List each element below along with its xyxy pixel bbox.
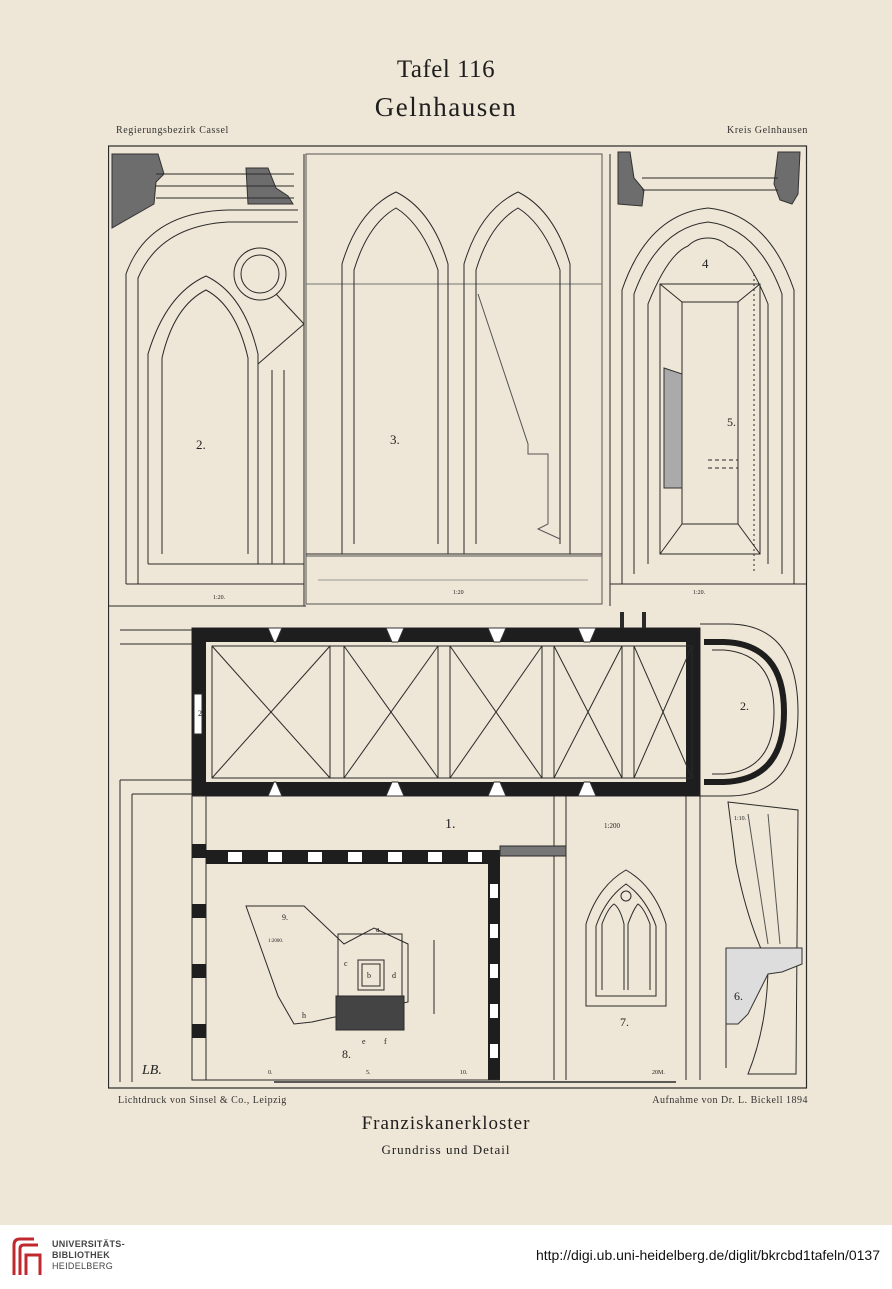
library-footer: UNIVERSITÄTS- BIBLIOTHEK HEIDELBERG http… [0, 1225, 892, 1289]
label-west: 2 [198, 709, 202, 718]
permalink-url[interactable]: http://digi.ub.uni-heidelberg.de/diglit/… [535, 1247, 880, 1263]
figure-7-tracery-window: 7. [585, 869, 667, 1029]
subject-subtitle: Grundriss und Detail [381, 1142, 511, 1157]
label-fig9: 9. [282, 913, 288, 922]
library-line-1: UNIVERSITÄTS- [52, 1239, 125, 1249]
letter-a: a [376, 925, 380, 934]
monogram: LB. [141, 1063, 162, 1078]
subject-title: Franziskanerkloster [361, 1113, 531, 1134]
scale-fig1: 1:200 [604, 822, 620, 830]
scale-fig6: 1:10. [734, 816, 747, 822]
label-fig8: 8. [342, 1047, 351, 1061]
letter-h: h [302, 1011, 306, 1020]
scale-fig5: 1:20. [693, 590, 706, 596]
scale-tick-20: 20M. [652, 1070, 665, 1076]
letter-c: c [344, 959, 348, 968]
label-fig6: 6. [734, 989, 743, 1003]
letter-f: f [384, 1037, 387, 1046]
letter-e: e [362, 1037, 366, 1046]
district-right: Kreis Gelnhausen [727, 125, 808, 136]
scale-tick-5: 5. [366, 1070, 371, 1076]
library-name: UNIVERSITÄTS- BIBLIOTHEK HEIDELBERG [52, 1239, 125, 1272]
label-fig4: 4 [702, 256, 709, 271]
scale-fig3: 1:20 [453, 590, 464, 596]
letter-d: d [392, 971, 396, 980]
figure-3-double-window: 3. 1:20 [305, 153, 603, 605]
district-left: Regierungsbezirk Cassel [116, 125, 229, 136]
library-line-3: HEIDELBERG [52, 1261, 114, 1271]
scale-fig2: 1:20. [213, 595, 226, 601]
library-line-2: BIBLIOTHEK [52, 1250, 110, 1260]
printer-credit: Lichtdruck von Sinsel & Co., Leipzig [118, 1095, 287, 1106]
label-fig7: 7. [620, 1015, 629, 1029]
figure-1-church-plan: 1. 2. 2 1:200 [120, 612, 799, 832]
scale-fig9: 1:2000. [268, 939, 283, 944]
figure-6-profile: 1:10. 6. [725, 801, 803, 1075]
label-fig1: 1. [445, 817, 456, 832]
scale-tick-0: 0. [268, 1070, 273, 1076]
label-fig2: 2. [196, 437, 206, 452]
label-apse: 2. [740, 699, 749, 713]
scale-bar: 0. 5. 10. 20M. [268, 1070, 676, 1083]
label-fig3: 3. [390, 432, 400, 447]
library-logo-icon [12, 1237, 42, 1275]
figure-2-window: 2. 1:20. [108, 153, 306, 607]
plate-page: Tafel 116 Gelnhausen Regierungsbezirk Ca… [108, 56, 808, 1157]
plate-number: Tafel 116 [396, 56, 496, 83]
figure-8-site-plan: 9. 1:2000. a b c d e f h 8. LB. [141, 905, 435, 1078]
architectural-drawing: 2. 1:20. 3. 1:20 [108, 145, 808, 1089]
city-title: Gelnhausen [374, 92, 518, 122]
cloister-plan [119, 779, 701, 1082]
survey-credit: Aufnahme von Dr. L. Bickell 1894 [652, 1095, 808, 1106]
letter-b: b [367, 971, 371, 980]
figure-4-5-window: 4 5. 1:20. [609, 151, 806, 606]
scale-tick-10: 10. [460, 1070, 468, 1076]
label-fig5: 5. [727, 415, 736, 429]
